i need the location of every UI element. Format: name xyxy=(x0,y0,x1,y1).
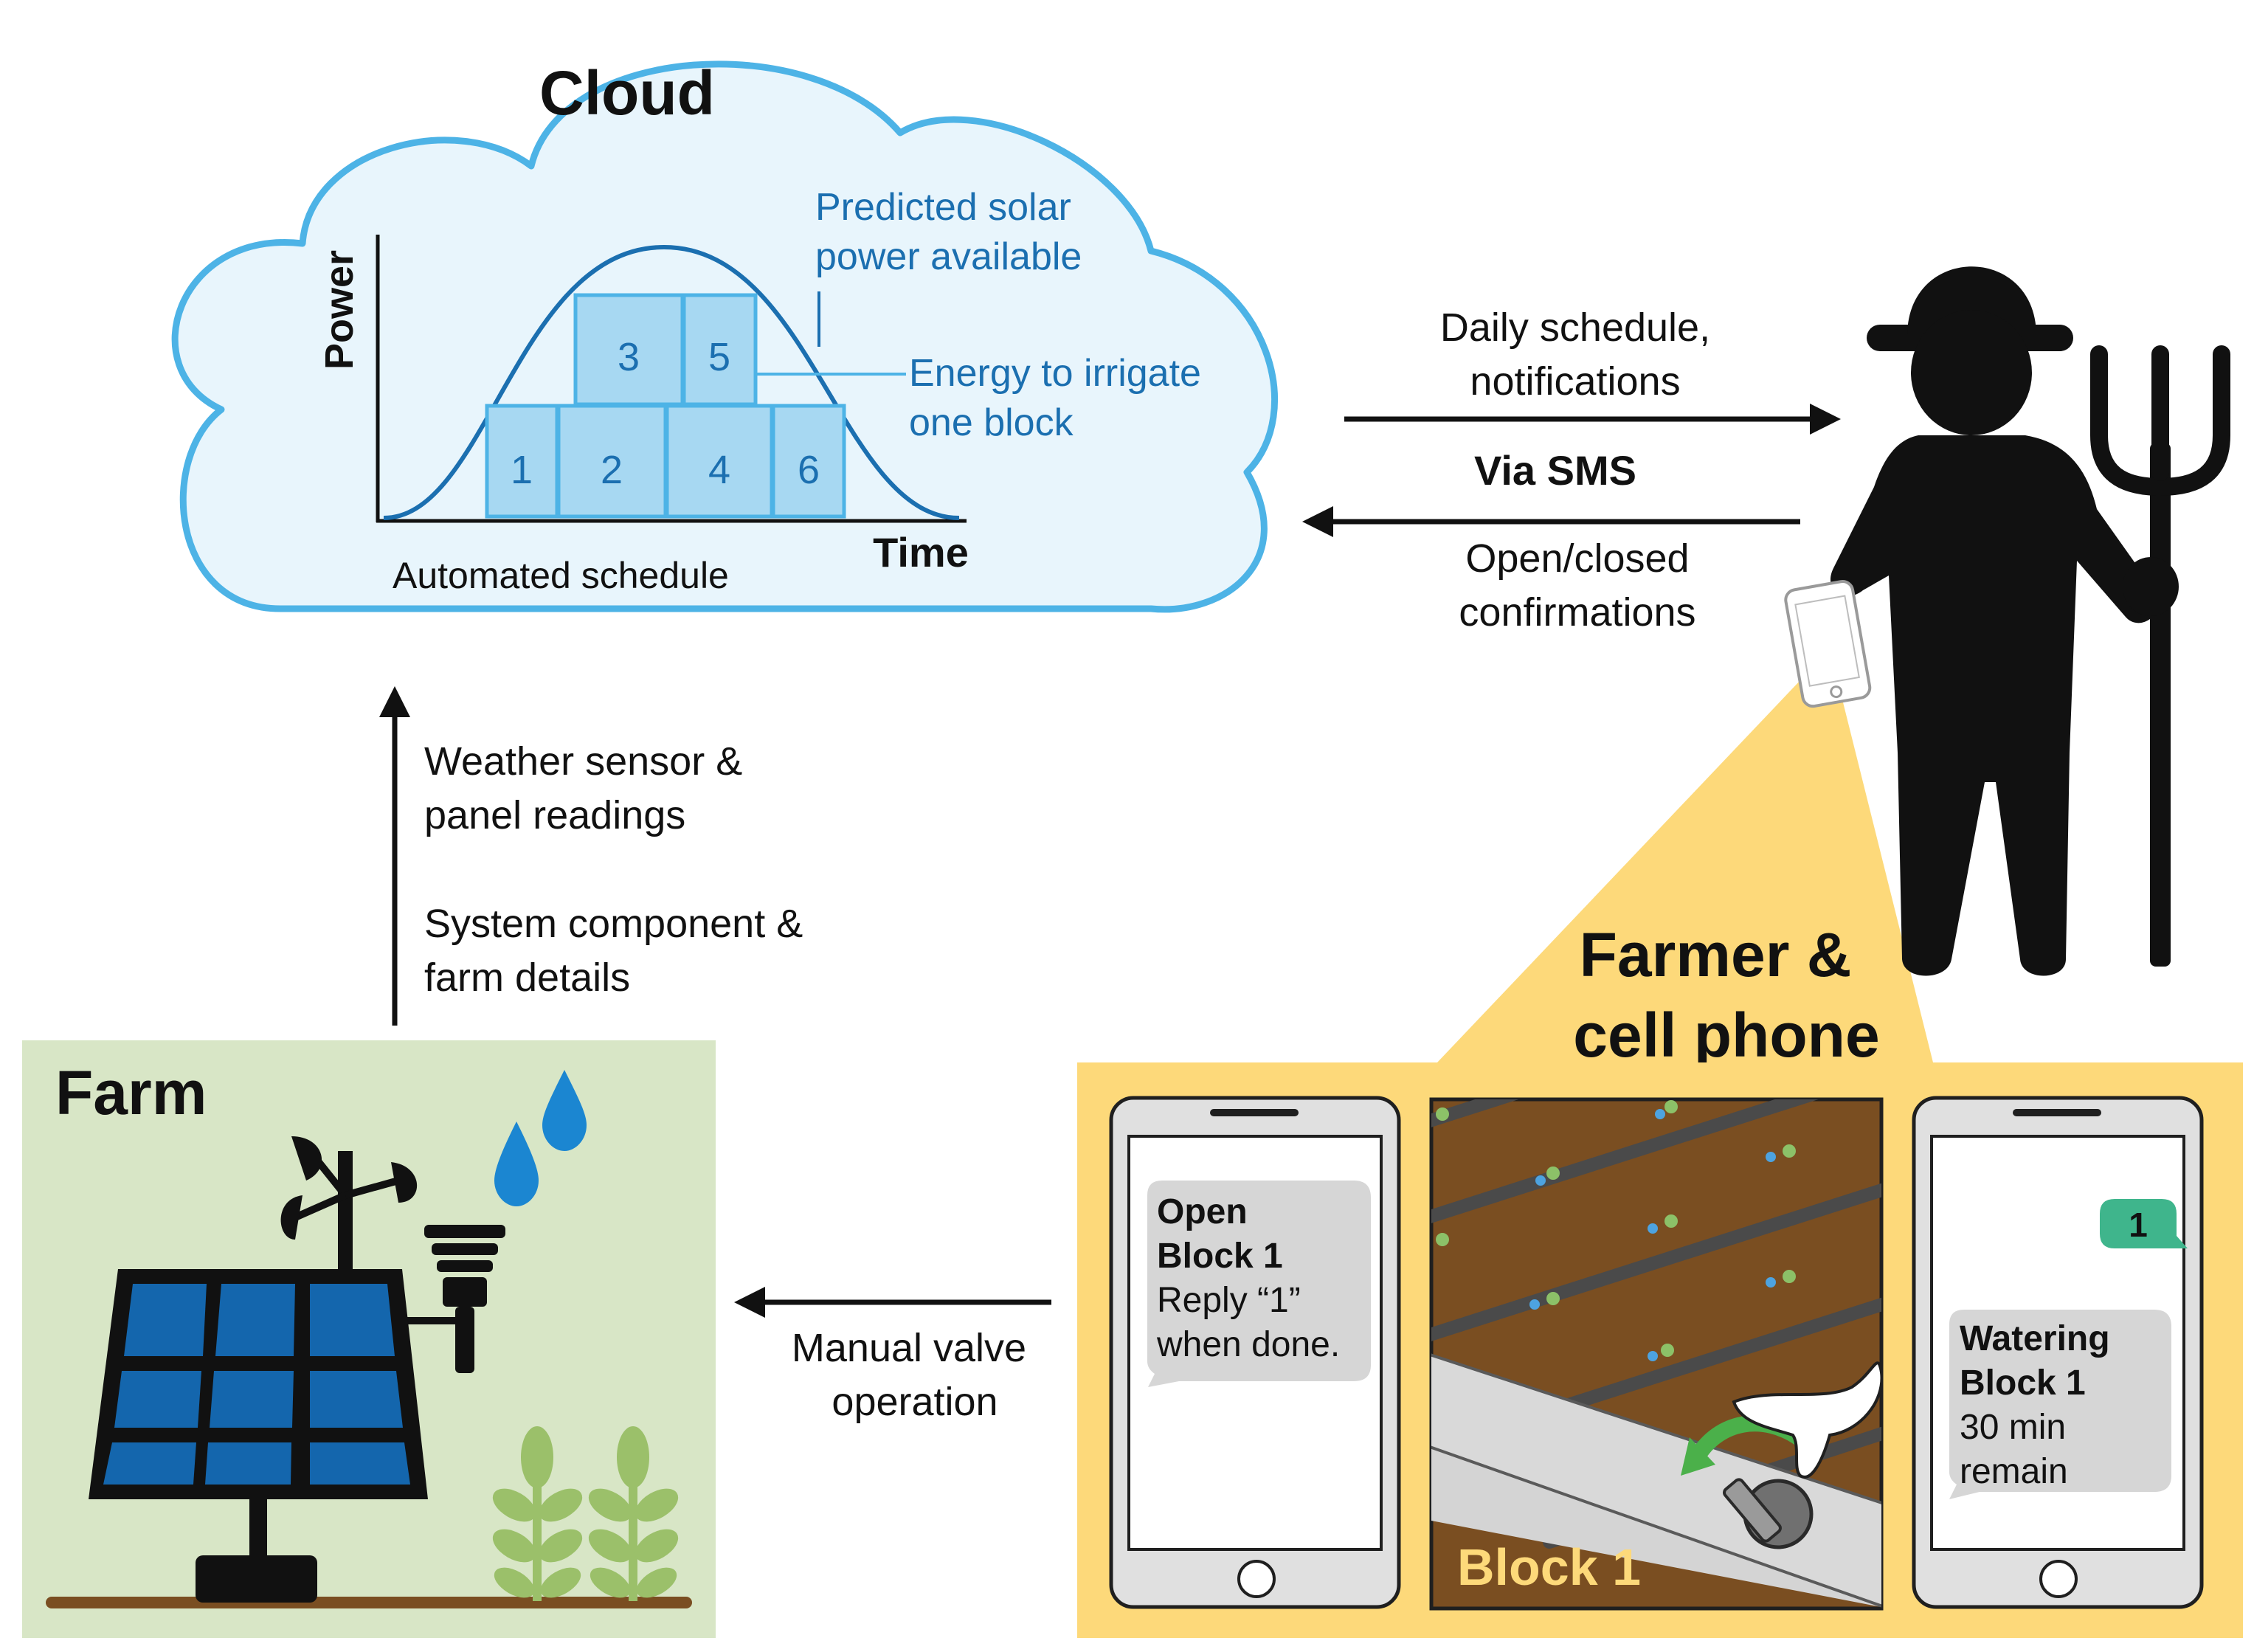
sms-reply-bubble xyxy=(2100,1199,2188,1248)
sms-left-line-4: when done. xyxy=(1156,1325,1340,1364)
water-drop-icon xyxy=(494,1122,539,1206)
block-label: 6 xyxy=(798,448,820,492)
cloud-title: Cloud xyxy=(539,58,715,128)
solar-callout-line-2: power available xyxy=(815,235,1082,278)
field-illustration: Block 1 xyxy=(1429,1097,1884,1611)
seedlings xyxy=(1436,1100,1796,1357)
farmer-head xyxy=(1911,310,2032,435)
sms-right-line-3: 30 min xyxy=(1960,1408,2066,1447)
farm-to-cloud-label-4: farm details xyxy=(424,955,630,1000)
chart-caption: Automated schedule xyxy=(393,555,729,596)
sms-left-line-1: Open xyxy=(1157,1192,1248,1231)
x-axis-label: Time xyxy=(873,529,969,576)
to-farmer-label-2: notifications xyxy=(1470,359,1680,404)
block-callout-line-2: one block xyxy=(909,401,1074,444)
water-drops xyxy=(1529,1109,1776,1361)
block-1: 1 xyxy=(485,404,559,519)
block-callout-line-1: Energy to irrigate xyxy=(909,352,1201,395)
farm-to-cloud-label-2: panel readings xyxy=(424,793,685,837)
phone-right: 1 Watering Block 1 30 min remain xyxy=(1912,1096,2204,1609)
block-label: 2 xyxy=(601,448,623,492)
solar-curve xyxy=(383,244,960,520)
anemometer-icon xyxy=(280,1136,418,1276)
block-label: 1 xyxy=(511,448,533,492)
farm-to-cloud-label-3: System component & xyxy=(424,902,803,946)
to-farmer-label-1: Daily schedule, xyxy=(1440,305,1710,350)
farmer-body xyxy=(1830,435,2159,976)
block-6: 6 xyxy=(771,404,846,519)
to-cloud-label-1: Open/closed xyxy=(1465,536,1689,581)
farm-section: Farm xyxy=(22,1040,716,1638)
block-label: 4 xyxy=(708,448,730,492)
valve-icon xyxy=(1723,1478,1814,1549)
farm-to-cloud-label-1: Weather sensor & xyxy=(424,739,742,784)
plant-icon xyxy=(588,1426,679,1601)
block-label: 3 xyxy=(618,335,640,379)
energy-blocks: 1 2 4 6 3 5 xyxy=(485,293,846,519)
block-5: 5 xyxy=(682,293,758,407)
channel-label: Via SMS xyxy=(1474,447,1636,494)
sms-right-line-2: Block 1 xyxy=(1960,1364,2086,1403)
block-2: 2 xyxy=(556,404,668,519)
home-button-icon xyxy=(1237,1560,1276,1598)
block-label: 5 xyxy=(708,335,730,379)
sms-left-line-3: Reply “1” xyxy=(1157,1281,1301,1320)
hand-icon xyxy=(1732,1361,1884,1479)
water-drop-icon xyxy=(542,1070,587,1151)
y-axis-label: Power xyxy=(317,250,362,370)
solar-callout-line-1: Predicted solar xyxy=(815,186,1071,229)
farm-title: Farm xyxy=(55,1058,207,1127)
sms-left-line-2: Block 1 xyxy=(1157,1237,1283,1276)
sms-reply-text: 1 xyxy=(2129,1206,2148,1244)
plant-icon xyxy=(492,1426,583,1601)
zoom-wedge xyxy=(1437,649,1933,1062)
to-farm-label-1: Manual valve xyxy=(792,1326,1026,1370)
phone-in-hand-icon xyxy=(1784,580,1872,708)
to-farm-label-2: operation xyxy=(832,1380,998,1424)
weather-sensor-icon xyxy=(398,1225,505,1373)
sms-bubble-left xyxy=(1147,1181,1371,1387)
field-label: Block 1 xyxy=(1457,1538,1641,1596)
solar-panel-icon xyxy=(89,1269,428,1603)
block-4: 4 xyxy=(665,404,774,519)
sms-bubble-right xyxy=(1949,1310,2171,1499)
to-cloud-label-2: confirmations xyxy=(1459,590,1695,635)
phone-panel: Open Block 1 Reply “1” when done. xyxy=(1077,1062,2243,1638)
hat-crown xyxy=(1907,266,2036,336)
turn-arrow-head xyxy=(1681,1437,1715,1476)
home-button-icon xyxy=(2039,1560,2078,1598)
farmer-figure: Farmer & cell phone xyxy=(1437,266,2230,1070)
arrows: Daily schedule, notifications Via SMS Op… xyxy=(379,305,1841,1424)
farmer-title-1: Farmer & xyxy=(1580,920,1852,989)
farmer-title-2: cell phone xyxy=(1573,1000,1879,1070)
pitchfork-icon xyxy=(2090,345,2230,967)
cloud-section: Cloud Power Time Automated schedule 1 2 … xyxy=(171,58,1279,613)
block-3: 3 xyxy=(573,293,685,407)
sms-right-line-1: Watering xyxy=(1960,1319,2110,1358)
phone-left: Open Block 1 Reply “1” when done. xyxy=(1109,1096,1401,1609)
sms-right-line-4: remain xyxy=(1960,1452,2068,1491)
